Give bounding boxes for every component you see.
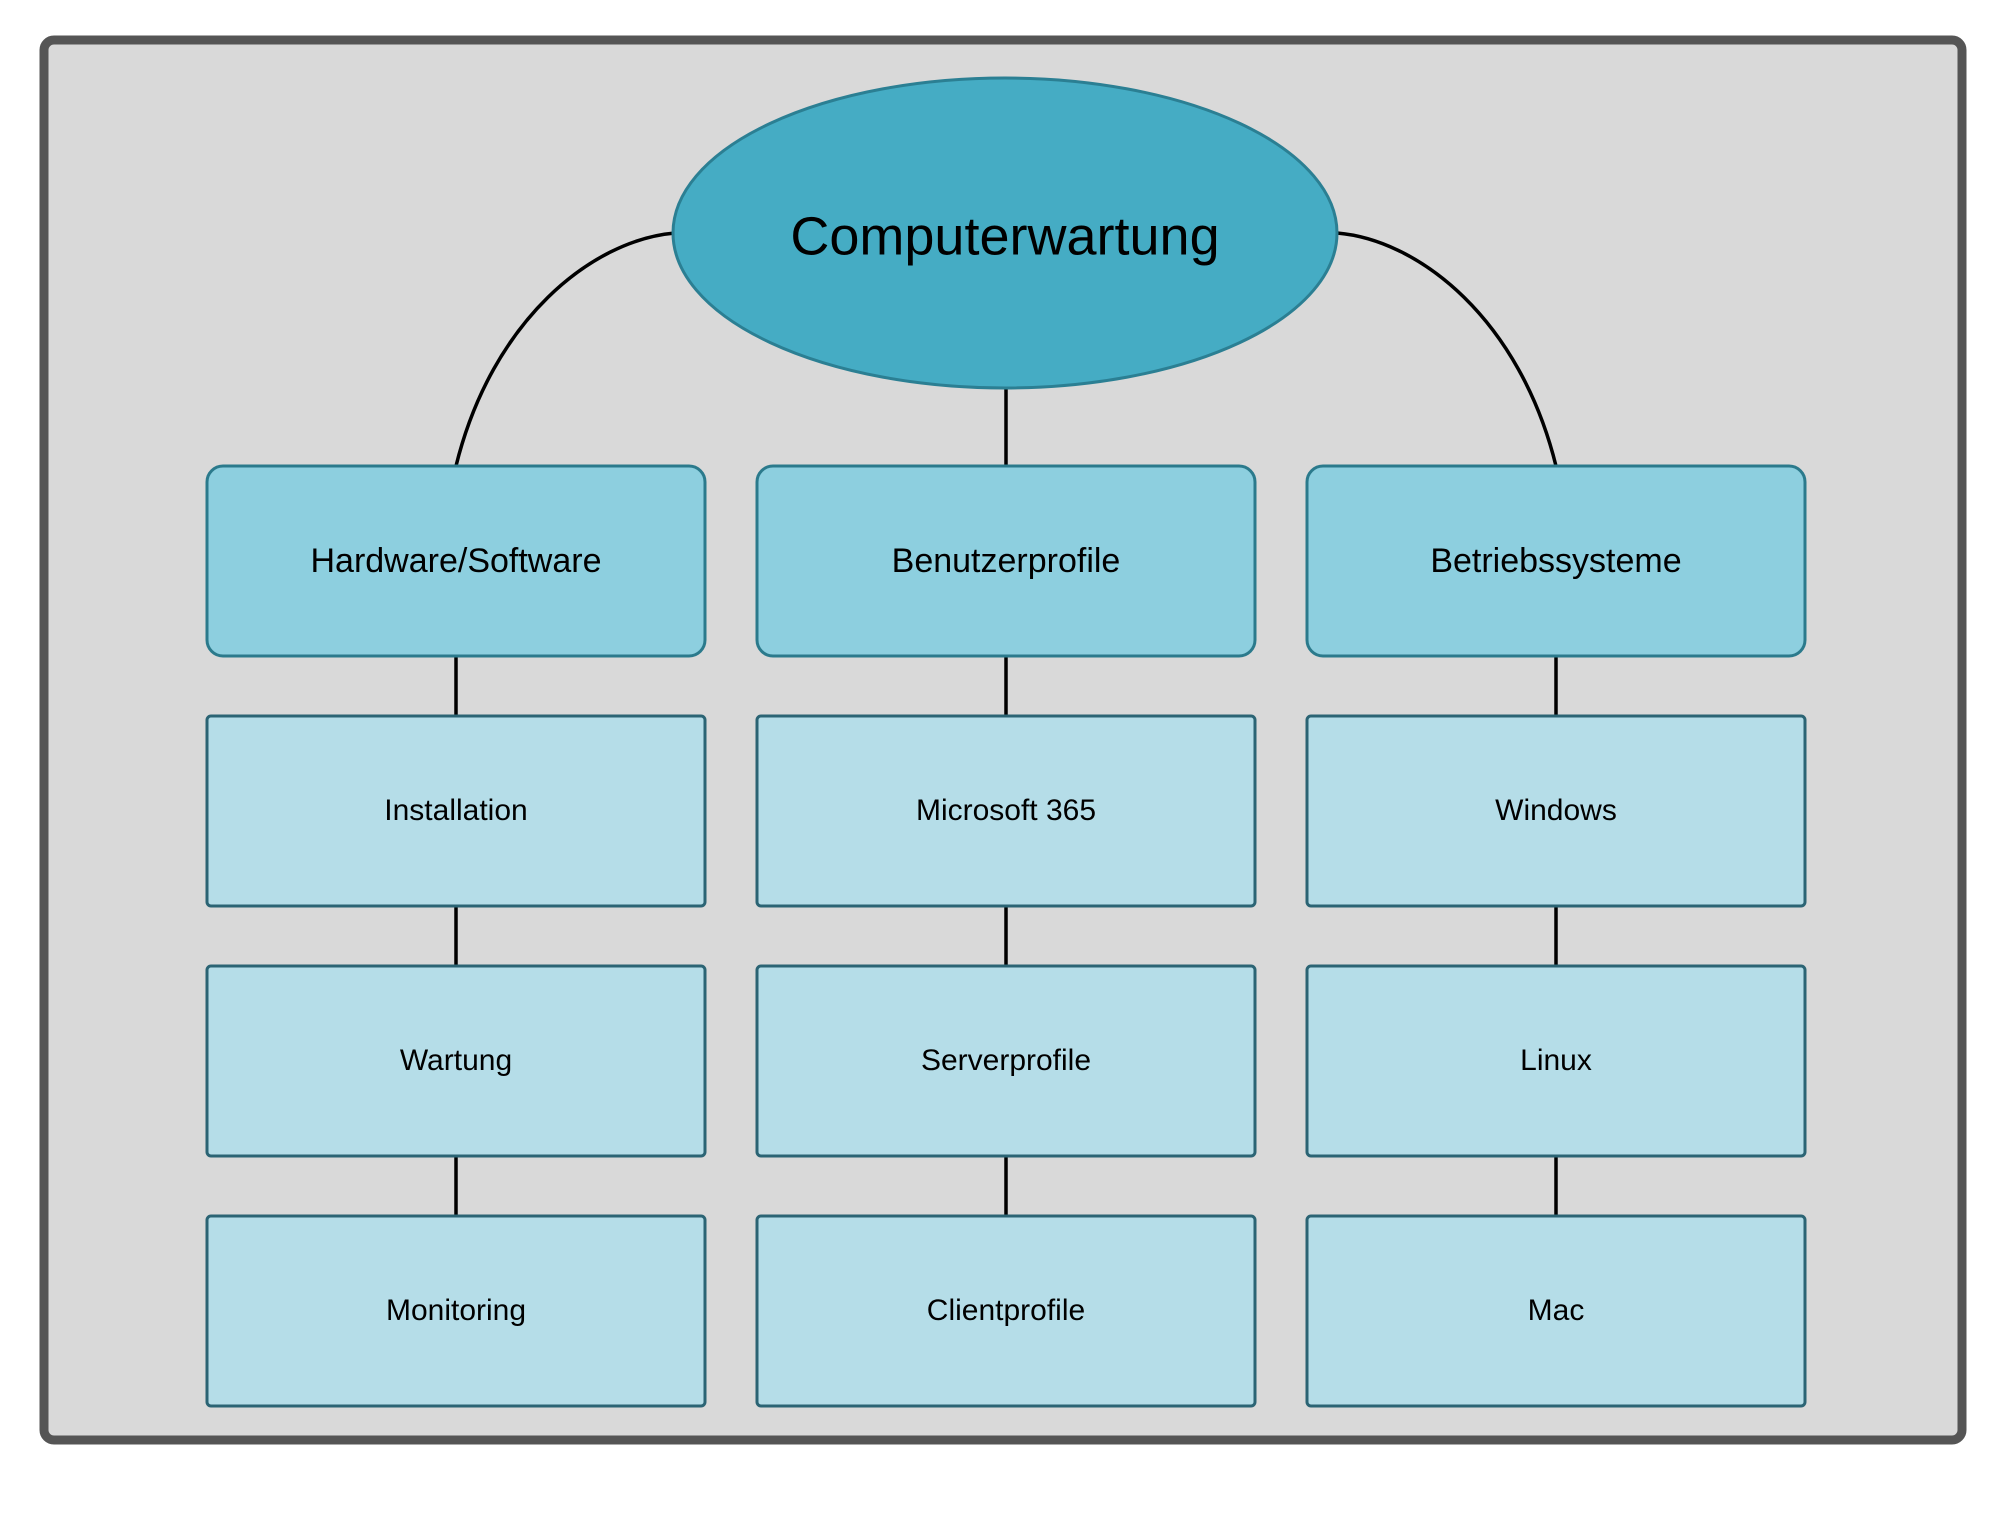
leaf-box-linux[interactable] xyxy=(1305,964,1807,1158)
connector-root-to-hardware-software xyxy=(454,231,676,467)
leaf-label-linux: Linux xyxy=(1520,1044,1592,1077)
leaf-label-installation: Installation xyxy=(384,794,527,827)
leaf-label-clientprofile: Clientprofile xyxy=(927,1294,1085,1327)
leaf-node-serverprofile[interactable]: Serverprofile xyxy=(755,964,1257,1158)
connector-root-to-betriebssysteme xyxy=(1336,231,1558,467)
leaf-box-serverprofile[interactable] xyxy=(755,964,1257,1158)
branch-box-hardware-software[interactable] xyxy=(205,464,707,658)
leaf-node-microsoft-365[interactable]: Microsoft 365 xyxy=(755,714,1257,908)
leaf-box-microsoft-365[interactable] xyxy=(755,714,1257,908)
leaf-node-installation[interactable]: Installation xyxy=(205,714,707,908)
leaf-label-mac: Mac xyxy=(1528,1294,1585,1327)
branch-box-benutzerprofile[interactable] xyxy=(755,464,1257,658)
branch-node-hardware-software[interactable]: Hardware/Software xyxy=(205,464,707,658)
column-connectors xyxy=(454,656,1558,1216)
leaf-label-wartung: Wartung xyxy=(400,1044,512,1077)
root-label-computerwartung: Computerwartung xyxy=(790,206,1219,266)
root-connectors xyxy=(454,231,1558,467)
leaf-node-monitoring[interactable]: Monitoring xyxy=(205,1214,707,1408)
leaf-label-microsoft-365: Microsoft 365 xyxy=(916,794,1096,827)
leaf-node-windows[interactable]: Windows xyxy=(1305,714,1807,908)
leaf-node-linux[interactable]: Linux xyxy=(1305,964,1807,1158)
leaf-box-clientprofile[interactable] xyxy=(755,1214,1257,1408)
leaf-box-mac[interactable] xyxy=(1305,1214,1807,1408)
branch-node-benutzerprofile[interactable]: Benutzerprofile xyxy=(755,464,1257,658)
leaf-label-monitoring: Monitoring xyxy=(386,1294,526,1327)
root-node-computerwartung[interactable]: Computerwartung xyxy=(671,76,1339,390)
branch-node-betriebssysteme[interactable]: Betriebssysteme xyxy=(1305,464,1807,658)
leaf-label-windows: Windows xyxy=(1495,794,1617,827)
leaf-node-mac[interactable]: Mac xyxy=(1305,1214,1807,1408)
root-ellipse-computerwartung[interactable] xyxy=(671,76,1339,390)
leaf-box-windows[interactable] xyxy=(1305,714,1807,908)
leaf-label-serverprofile: Serverprofile xyxy=(921,1044,1091,1077)
branch-label-betriebssysteme: Betriebssysteme xyxy=(1430,542,1681,580)
leaf-node-clientprofile[interactable]: Clientprofile xyxy=(755,1214,1257,1408)
branch-label-hardware-software: Hardware/Software xyxy=(310,542,601,580)
leaf-box-installation[interactable] xyxy=(205,714,707,908)
leaf-box-wartung[interactable] xyxy=(205,964,707,1158)
branch-label-benutzerprofile: Benutzerprofile xyxy=(892,542,1121,580)
leaf-node-wartung[interactable]: Wartung xyxy=(205,964,707,1158)
branch-box-betriebssysteme[interactable] xyxy=(1305,464,1807,658)
leaf-box-monitoring[interactable] xyxy=(205,1214,707,1408)
